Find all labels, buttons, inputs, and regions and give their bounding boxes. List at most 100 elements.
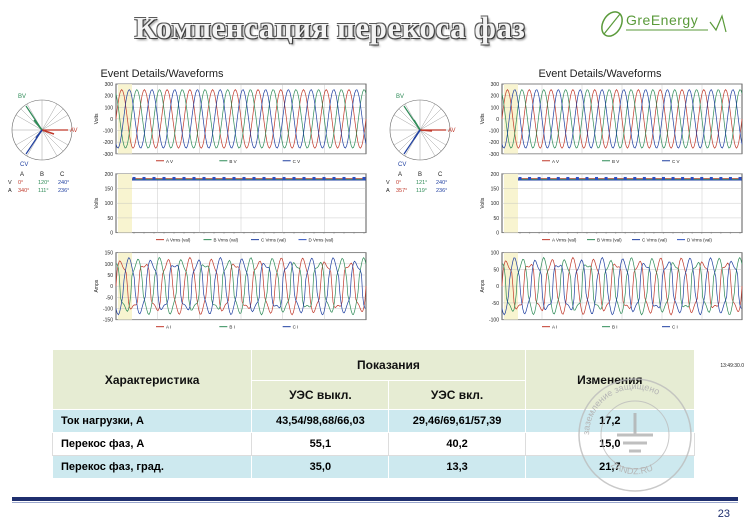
phasor-table-header-c: C (438, 172, 443, 178)
phasor-diagram-left: BV AV CV A B C V 0° 120° 240° A 340° 111… (8, 94, 78, 194)
legend-entry: A I (166, 325, 171, 330)
row-change: 17,2 (524, 409, 696, 433)
phasor-row-a-label: A (386, 188, 390, 194)
phasor-diagram-right: BV AV CV A B C V 0° 121° 240° A 357° 119… (386, 94, 456, 194)
y-tick-label: 0 (496, 284, 499, 290)
header-readings: Показания (251, 349, 526, 381)
legend-entry: B V (229, 159, 236, 164)
y-tick-label: 100 (105, 262, 114, 268)
phasor-label-av: AV (70, 128, 78, 134)
phasor-row-a-b: 119° (416, 188, 427, 194)
y-tick-label: -100 (103, 129, 113, 135)
legend-entry: A Vrms (val) (166, 238, 191, 243)
y-tick-label: -300 (489, 152, 499, 158)
phasor-row-v-c: 240° (436, 180, 447, 186)
y-axis-label: Volts (480, 113, 486, 124)
y-tick-label: -50 (492, 301, 499, 307)
y-tick-label: -100 (489, 129, 499, 135)
phasor-label-cv: CV (20, 162, 28, 168)
row-change: 21,7 (524, 455, 696, 479)
header-changes: Изменения (524, 349, 696, 410)
y-tick-label: 150 (491, 186, 500, 192)
legend-entry: C I (672, 325, 678, 330)
y-tick-label: -150 (103, 318, 113, 324)
y-axis-label: Volts (94, 197, 100, 208)
y-tick-label: 50 (493, 267, 499, 273)
phasor-label-bv: BV (396, 94, 404, 100)
y-tick-label: 200 (105, 94, 114, 100)
phasor-row-a-c: 236° (58, 188, 69, 194)
comparison-table: Характеристика Показания Изменения УЭС в… (51, 349, 696, 479)
stamp-text-top: заземление защищено (581, 381, 662, 435)
legend-entry: D Vrms (val) (309, 238, 334, 243)
table-row: Перекос фаз, град. 35,0 13,3 21,7 (51, 455, 696, 479)
y-tick-label: 0 (496, 117, 499, 123)
y-tick-label: 100 (105, 201, 114, 207)
y-tick-label: 100 (491, 105, 500, 111)
row-on: 13,3 (388, 455, 526, 479)
legend-entry: C V (672, 159, 680, 164)
legend-entry: B I (229, 325, 235, 330)
y-tick-label: -200 (489, 140, 499, 146)
page-number: 23 (717, 508, 730, 520)
y-tick-label: 300 (491, 82, 500, 88)
y-axis-label: Volts (480, 197, 486, 208)
phasor-row-v-label: V (386, 180, 390, 186)
waveform-panel-right: Event Details/Waveforms BV AV CV A B C V… (380, 64, 744, 369)
phasor-label-av: AV (448, 128, 456, 134)
legend-entry: B V (612, 159, 619, 164)
phasor-label-cv: CV (398, 162, 406, 168)
phasor-table-header-b: B (40, 172, 44, 178)
phasor-row-a-a: 357° (396, 188, 407, 194)
header-characteristic: Характеристика (51, 349, 253, 410)
row-off: 55,1 (251, 432, 390, 456)
y-tick-label: 200 (491, 94, 500, 100)
phasor-row-a-c: 236° (436, 188, 447, 194)
legend-entry: C Vrms (val) (642, 238, 667, 243)
greenergy-logo (601, 11, 727, 37)
legend-entry: A V (166, 159, 173, 164)
legend-entry: C V (293, 159, 301, 164)
phasor-row-v-a: 0° (18, 180, 23, 186)
svg-text:заземление защищено: заземление защищено (581, 381, 662, 435)
y-tick-label: 50 (493, 216, 499, 222)
phasor-row-v-label: V (8, 180, 12, 186)
y-tick-label: 50 (107, 216, 113, 222)
legend-entry: A V (552, 159, 559, 164)
slide-title: Компенсация перекоса фаз (134, 10, 526, 45)
y-tick-label: 200 (105, 172, 114, 178)
y-tick-label: 150 (105, 251, 114, 257)
svg-text:ZANDZ.RU: ZANDZ.RU (609, 459, 654, 476)
y-tick-label: -200 (103, 140, 113, 146)
row-name: Перекос фаз, град. (51, 455, 253, 479)
y-axis-label: Amps (94, 279, 100, 292)
legend-entry: A Vrms (val) (552, 238, 577, 243)
row-name: Перекос фаз, А (51, 432, 253, 456)
phasor-table-header-c: C (60, 172, 65, 178)
phasor-row-v-c: 240° (58, 180, 69, 186)
footer-divider-thin (12, 502, 738, 503)
y-tick-label: 0 (110, 231, 113, 237)
y-tick-label: 100 (105, 105, 114, 111)
y-tick-label: -300 (103, 152, 113, 158)
legend-entry: D Vrms (val) (687, 238, 712, 243)
waveform-panel-left: Event Details/Waveforms BV AV CV A B C V… (2, 64, 367, 348)
legend-entry: B Vrms (val) (597, 238, 622, 243)
legend-entry: A I (552, 325, 557, 330)
phasor-row-a-a: 340° (18, 188, 29, 194)
phasor-row-a-label: A (8, 188, 12, 194)
legend-entry: B I (612, 325, 618, 330)
legend-entry: B Vrms (val) (214, 238, 239, 243)
legend-entry: C Vrms (val) (261, 238, 286, 243)
stamp-text-bottom: ZANDZ.RU (609, 459, 654, 476)
y-tick-label: 100 (491, 201, 500, 207)
y-axis-label: Volts (94, 113, 100, 124)
phasor-row-v-b: 120° (38, 180, 49, 186)
